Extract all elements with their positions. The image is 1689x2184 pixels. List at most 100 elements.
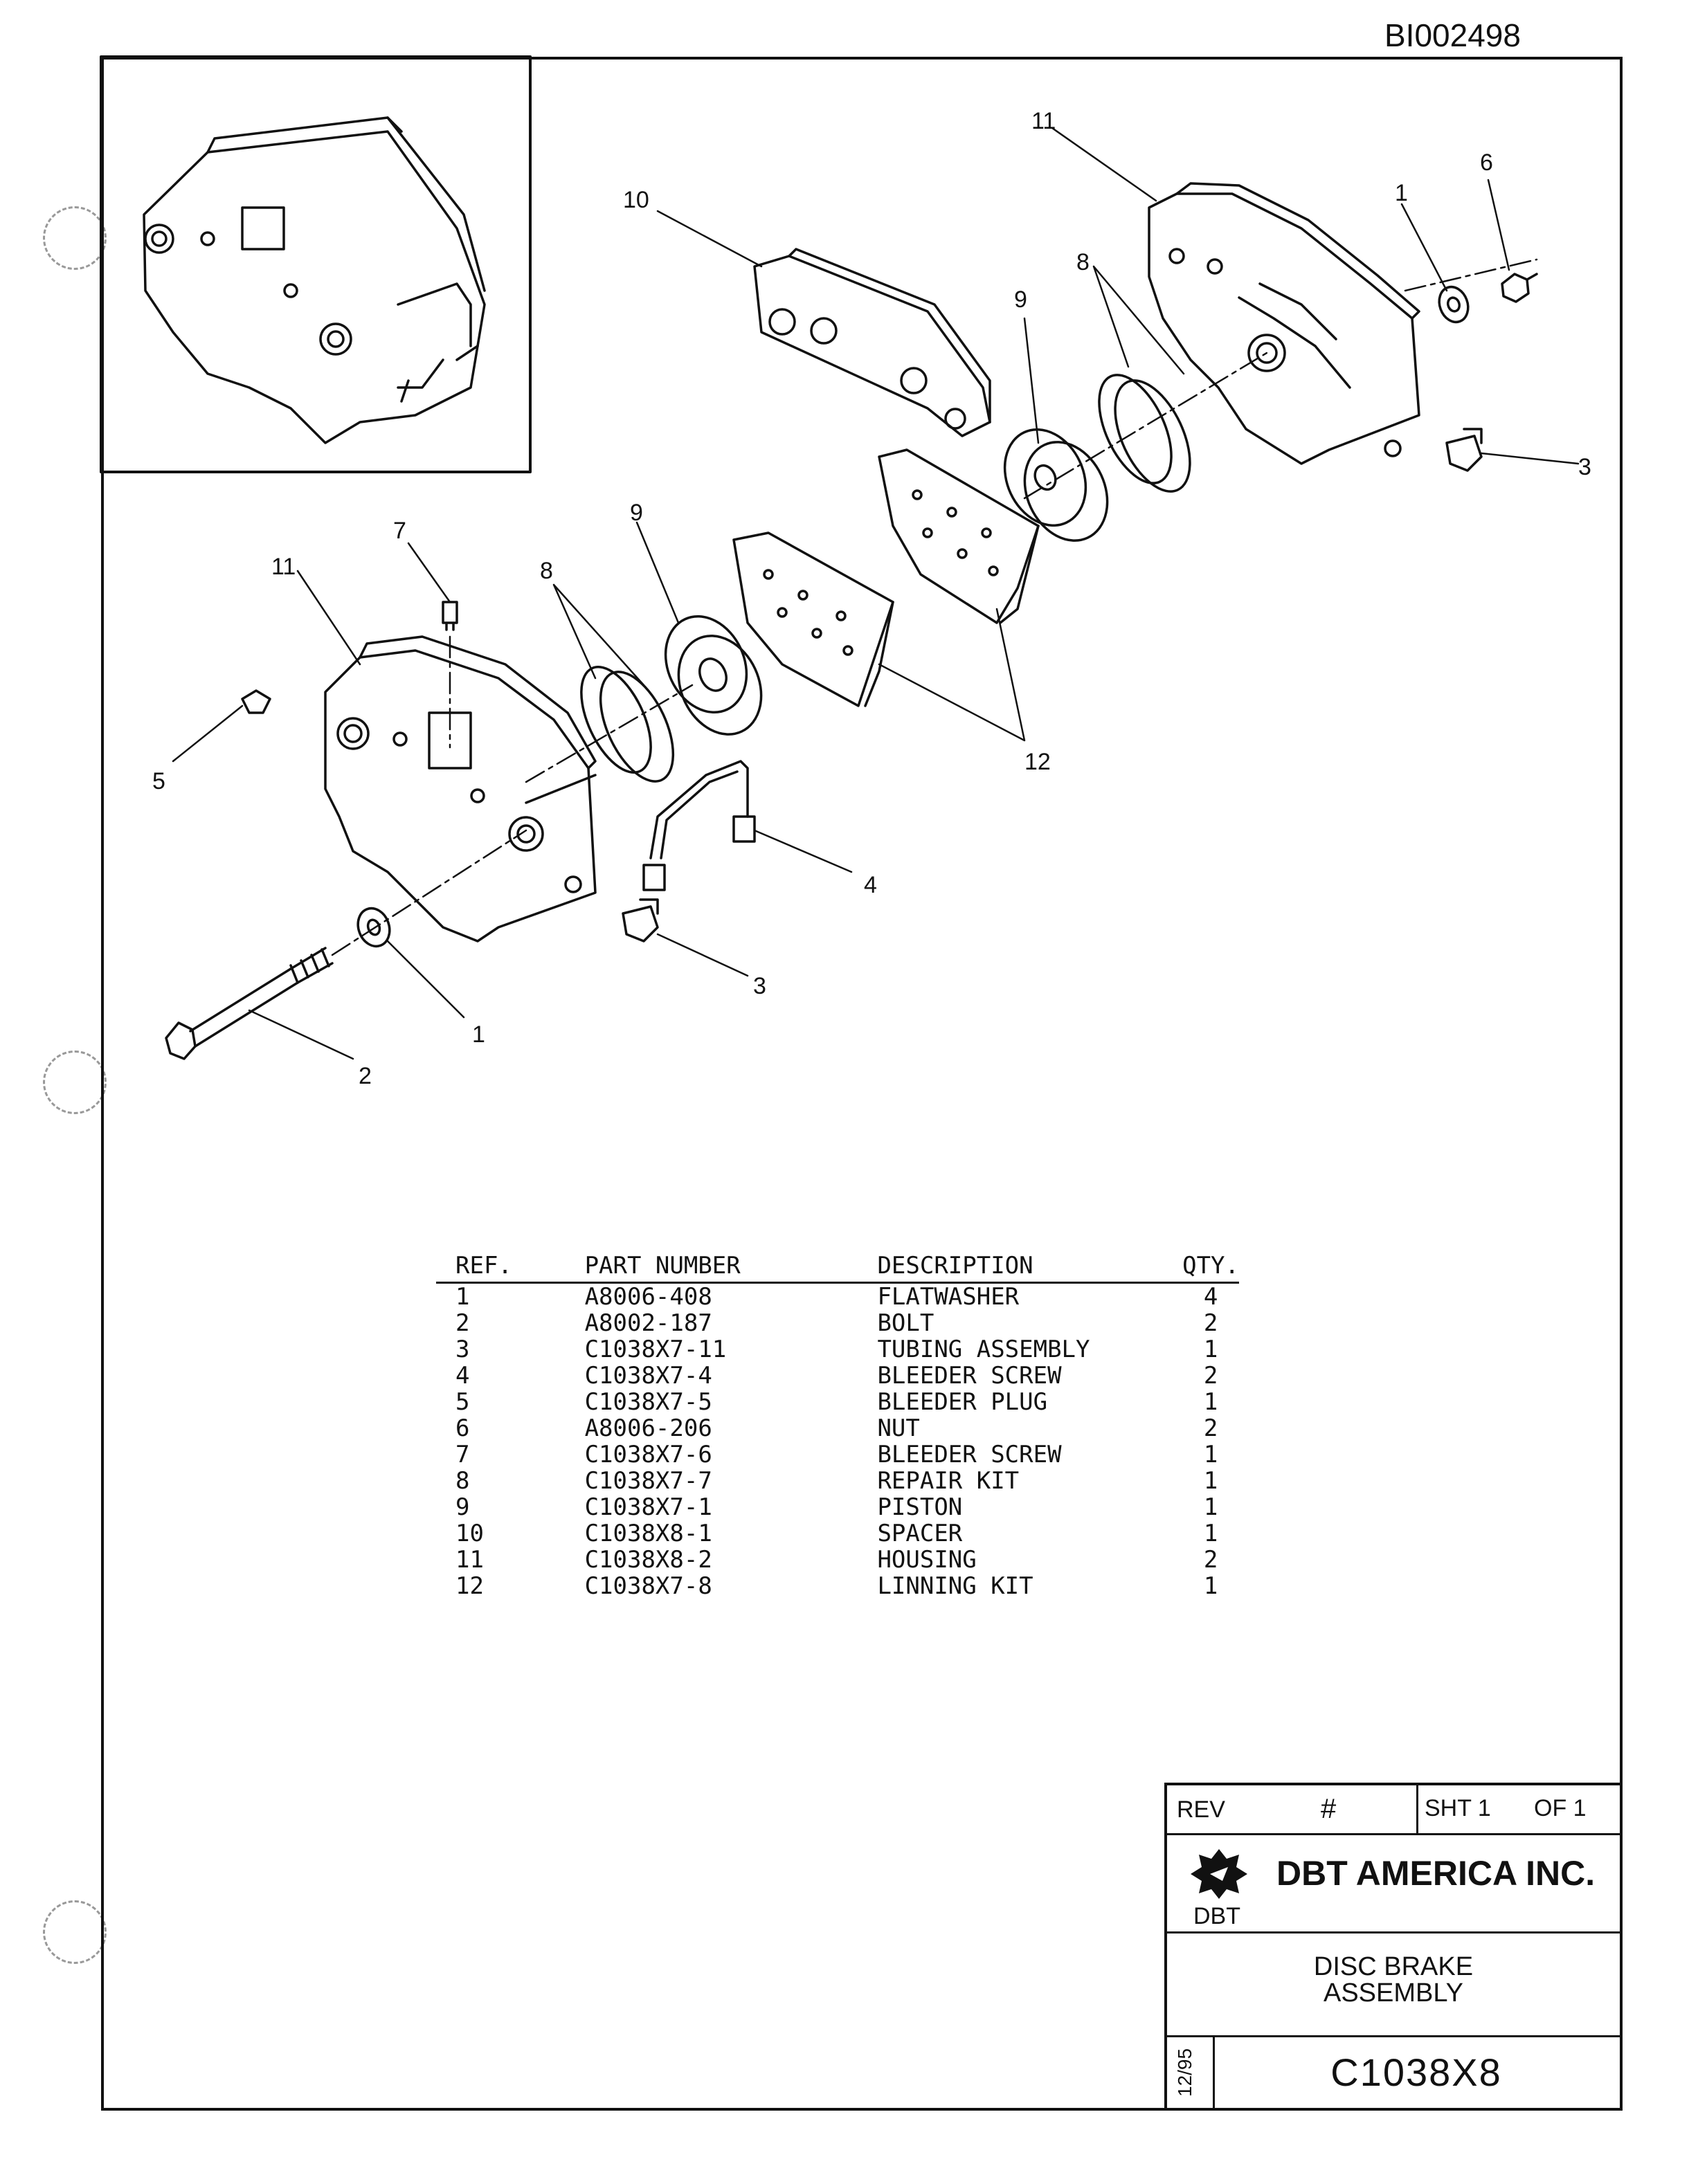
cell-part-number: C1038X7-11 [584, 1336, 727, 1363]
cell-qty: 1 [1203, 1336, 1218, 1363]
callout-11-right: 11 [1031, 108, 1056, 134]
cell-qty: 1 [1203, 1388, 1218, 1416]
cell-ref: 5 [455, 1388, 470, 1416]
spacer [753, 248, 991, 437]
punch-hole-bottom [43, 1900, 107, 1964]
header-part-number: PART NUMBER [584, 1253, 878, 1284]
table-row: 5 C1038X7-5 BLEEDER PLUG 1 [436, 1389, 1239, 1415]
cell-part-number: C1038X7-8 [584, 1572, 712, 1600]
document-id: BI002498 [1384, 17, 1521, 53]
dbt-logo-icon [1191, 1849, 1247, 1899]
cell-ref: 7 [455, 1441, 470, 1468]
callout-2: 2 [359, 1063, 372, 1089]
header-ref: REF. [436, 1253, 585, 1284]
cell-qty: 2 [1203, 1362, 1218, 1390]
cell-part-number: A8002-187 [584, 1309, 712, 1337]
cell-description: BLEEDER SCREW [877, 1441, 1062, 1468]
cell-ref: 9 [455, 1493, 470, 1521]
parts-list-header: REF. PART NUMBER DESCRIPTION QTY. [436, 1253, 1239, 1284]
callout-8-right: 8 [1076, 249, 1090, 275]
callout-7: 7 [393, 518, 406, 544]
drawing-frame [101, 57, 1623, 2111]
table-row: 3 C1038X7-11 TUBING ASSEMBLY 1 [436, 1336, 1239, 1363]
leader-lines [172, 127, 1580, 1060]
revision-row: REV # SHT 1 OF 1 [1167, 1785, 1620, 1835]
cell-description: PISTON [877, 1493, 963, 1521]
callout-1-right: 1 [1395, 180, 1408, 206]
cell-part-number: C1038X7-7 [584, 1467, 712, 1495]
cell-description: NUT [877, 1414, 920, 1442]
cell-ref: 12 [455, 1572, 484, 1600]
sheet-total: OF 1 [1534, 1795, 1587, 1821]
bleeder-screw-top-left [442, 601, 458, 631]
cell-ref: 2 [455, 1309, 470, 1337]
cell-ref: 8 [455, 1467, 470, 1495]
callout-8-left: 8 [540, 558, 553, 584]
cell-part-number: C1038X7-4 [584, 1362, 712, 1390]
cell-part-number: C1038X7-5 [584, 1388, 712, 1416]
seals-right [1098, 374, 1191, 493]
callout-5: 5 [152, 768, 165, 794]
header-description: DESCRIPTION [877, 1253, 1183, 1284]
callout-labels: 11 1 6 8 9 10 3 7 9 11 8 5 12 4 3 1 2 [152, 108, 1591, 1089]
cell-description: FLATWASHER [877, 1283, 1020, 1311]
inset-view [100, 55, 532, 473]
cell-description: LINNING KIT [877, 1572, 1033, 1600]
table-row: 4 C1038X7-4 BLEEDER SCREW 2 [436, 1363, 1239, 1389]
date-divider [1213, 2037, 1215, 2111]
callout-6: 6 [1480, 149, 1493, 176]
cell-ref: 3 [455, 1336, 470, 1363]
cell-part-number: C1038X8-1 [584, 1520, 712, 1547]
cell-ref: 1 [455, 1283, 470, 1311]
company-name: DBT AMERICA INC. [1276, 1854, 1596, 1893]
cell-ref: 4 [455, 1362, 470, 1390]
title-block: REV # SHT 1 OF 1 DBT AMERICA INC. DBT DI… [1164, 1783, 1623, 2111]
cell-part-number: A8006-408 [584, 1283, 712, 1311]
bleeder-fitting-left [622, 898, 659, 943]
cell-description: HOUSING [877, 1546, 977, 1574]
cell-qty: 2 [1203, 1309, 1218, 1337]
piston-right [1003, 428, 1109, 542]
callout-9-right: 9 [1014, 286, 1027, 313]
cell-qty: 2 [1203, 1414, 1218, 1442]
cell-description: SPACER [877, 1520, 963, 1547]
drawing-number: C1038X8 [1330, 2050, 1502, 2094]
cell-part-number: C1038X7-6 [584, 1441, 712, 1468]
piston-left [664, 615, 763, 736]
cell-qty: 1 [1203, 1572, 1218, 1600]
table-row: 1 A8006-408 FLATWASHER 4 [436, 1283, 1239, 1311]
cell-description: BLEEDER PLUG [877, 1388, 1048, 1416]
drawing-title-line-1: DISC BRAKE [1313, 1952, 1474, 1981]
cell-part-number: C1038X7-1 [584, 1493, 712, 1521]
cell-ref: 6 [455, 1414, 470, 1442]
callout-3-right: 3 [1578, 454, 1591, 480]
rev-number: # [1321, 1794, 1337, 1824]
center-line [331, 258, 1538, 956]
callout-10: 10 [623, 187, 649, 213]
callout-12: 12 [1024, 749, 1051, 775]
callout-11-left: 11 [271, 554, 296, 580]
cell-description: TUBING ASSEMBLY [877, 1336, 1090, 1363]
cell-qty: 4 [1203, 1283, 1218, 1311]
tubing-assembly [642, 760, 756, 891]
drawing-number-row: 12/95 C1038X8 [1167, 2037, 1620, 2113]
cell-qty: 1 [1203, 1441, 1218, 1468]
seals-left [580, 666, 675, 783]
nut-and-washer-right [1438, 273, 1538, 324]
cell-ref: 11 [455, 1546, 484, 1574]
bolt-and-washer-left [165, 907, 391, 1060]
cell-part-number: A8006-206 [584, 1414, 712, 1442]
cell-description: BLEEDER SCREW [877, 1362, 1062, 1390]
cell-qty: 2 [1203, 1546, 1218, 1574]
bleeder-plug-left [241, 689, 271, 714]
table-row: 12 C1038X7-8 LINNING KIT 1 [436, 1573, 1239, 1599]
lining-pad-right [878, 448, 1040, 624]
punch-hole-top [43, 206, 107, 270]
header-qty: QTY. [1182, 1253, 1239, 1284]
rev-divider [1416, 1785, 1418, 1835]
